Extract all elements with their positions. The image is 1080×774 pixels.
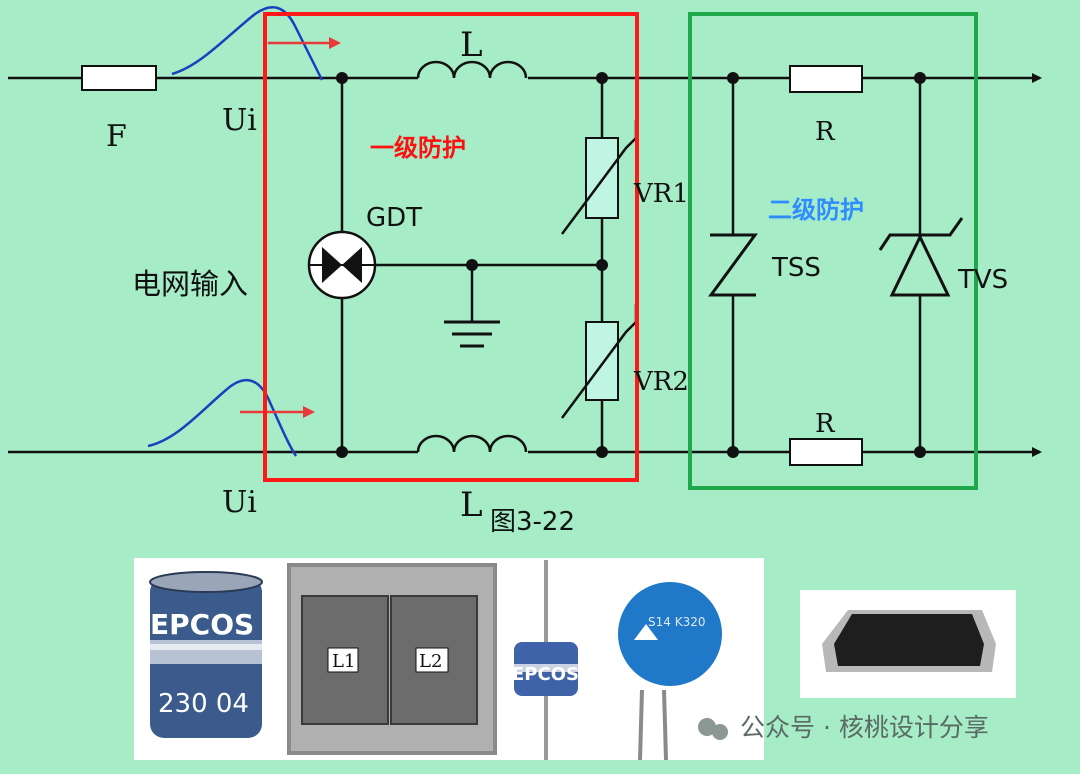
tss-symbol	[708, 233, 758, 297]
vr2-label: VR2	[633, 367, 689, 397]
varistor-vr1	[560, 120, 638, 235]
resistor-top	[789, 65, 863, 93]
watermark-text: 公众号 · 核桃设计分享	[740, 713, 989, 742]
surge-waveforms	[147, 6, 324, 457]
primary-protection-label: 一级防护	[370, 134, 466, 162]
inductor-bottom-label: L	[460, 485, 483, 525]
fuse-symbol	[81, 65, 157, 91]
inductor-top	[416, 60, 528, 79]
tvs-symbol	[878, 217, 964, 297]
resistor-bottom-label: R	[815, 409, 836, 439]
resistor-bottom	[789, 438, 863, 466]
gdt-symbol	[307, 230, 377, 300]
junction-dots	[336, 72, 926, 458]
tvs-smd-photo	[822, 610, 996, 672]
surge-arrows	[240, 37, 341, 418]
wires	[8, 73, 1042, 457]
primary-protection-box	[263, 12, 639, 482]
varistor-marking: S14 K320	[648, 615, 705, 629]
resistor-top-label: R	[815, 117, 836, 147]
inductor-top-label: L	[460, 25, 483, 65]
gdt-large-photo: EPCOS 230 04	[149, 571, 263, 738]
figure-caption: 图3-22	[490, 507, 575, 537]
inductor-bottom	[416, 434, 528, 453]
ui-bottom-label: Ui	[222, 485, 257, 520]
grid-input-label: 电网输入	[132, 267, 248, 301]
ground-symbol	[444, 320, 500, 348]
ui-top-label: Ui	[222, 103, 257, 138]
choke-photo: L1 L2	[287, 563, 497, 755]
gdt-label: GDT	[366, 203, 422, 233]
secondary-protection-box	[688, 12, 978, 490]
fuse-label: F	[106, 119, 127, 154]
gdt-large-code: 230 04	[158, 689, 249, 719]
component-photos: EPCOS 230 04 L1 L2 EPCOS S14 K3	[134, 558, 1016, 761]
surge-wave-bottom	[147, 378, 298, 457]
varistor-vr2	[560, 304, 638, 419]
gdt-small-photo: EPCOS	[512, 560, 579, 760]
choke-label-l2: L2	[419, 651, 442, 672]
choke-label-l1: L1	[332, 651, 355, 672]
watermark: 公众号 · 核桃设计分享	[698, 713, 989, 742]
varistor-photo: S14 K320	[618, 582, 722, 761]
surge-wave-top	[171, 6, 324, 81]
gdt-small-brand: EPCOS	[512, 664, 579, 685]
tss-label: TSS	[771, 253, 821, 283]
secondary-protection-label: 二级防护	[768, 196, 864, 224]
gdt-large-brand: EPCOS	[150, 608, 254, 641]
tvs-label: TVS	[957, 265, 1008, 295]
vr1-label: VR1	[633, 179, 689, 209]
